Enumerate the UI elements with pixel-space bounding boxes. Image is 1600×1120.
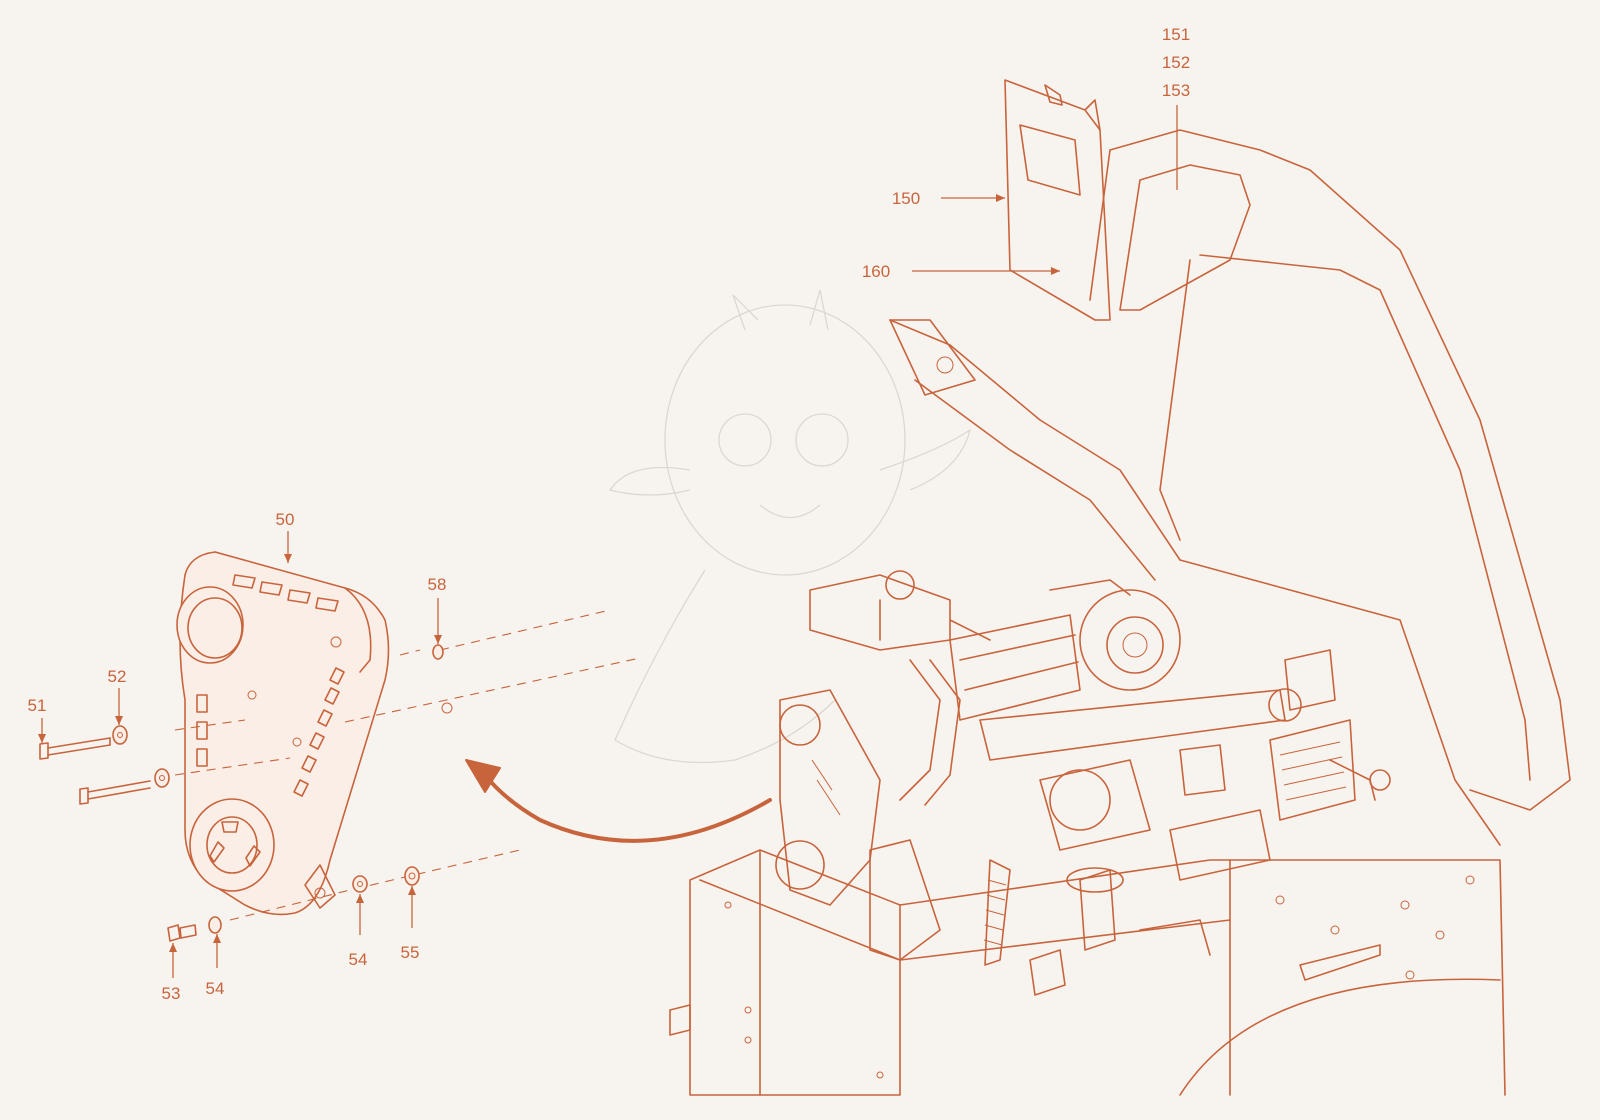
mounted-belt-cover	[775, 689, 881, 906]
watermark-figure	[608, 289, 972, 764]
washer-54-b	[352, 875, 368, 893]
bolt-51	[39, 737, 111, 760]
callout-52: 52	[108, 667, 127, 686]
callout-55: 55	[401, 943, 420, 962]
callout-151: 151	[1162, 25, 1190, 44]
assembly-lines	[174, 609, 641, 921]
callout-150: 150	[892, 189, 920, 208]
install-direction-arrow	[465, 759, 772, 843]
chassis-frame	[669, 849, 1506, 1096]
callout-53: 53	[162, 984, 181, 1003]
callout-153: 153	[1162, 81, 1190, 100]
washer-58	[432, 644, 444, 660]
lock-washer-55	[404, 866, 420, 886]
leader-lines	[38, 105, 1178, 978]
callout-51: 51	[28, 696, 47, 715]
callout-54-left: 54	[206, 979, 225, 998]
washer-52	[112, 725, 128, 745]
callout-54-right: 54	[349, 950, 368, 969]
callout-152: 152	[1162, 53, 1190, 72]
callout-labels: 151 152 153 150 160 50 58 51 52 53 54 54…	[28, 25, 1191, 1003]
belt-cover-50	[176, 551, 390, 916]
bolt-lower	[79, 780, 151, 805]
engine	[809, 570, 1391, 996]
machine-assembly	[669, 79, 1571, 1096]
bolt-53	[167, 924, 197, 942]
hood	[889, 129, 1571, 846]
hardware	[39, 644, 453, 942]
callout-50: 50	[276, 510, 295, 529]
cover-150	[1004, 79, 1111, 321]
callout-160: 160	[862, 262, 890, 281]
washer-lower	[154, 768, 170, 788]
washer-54-a	[208, 916, 222, 934]
callout-58: 58	[428, 575, 447, 594]
